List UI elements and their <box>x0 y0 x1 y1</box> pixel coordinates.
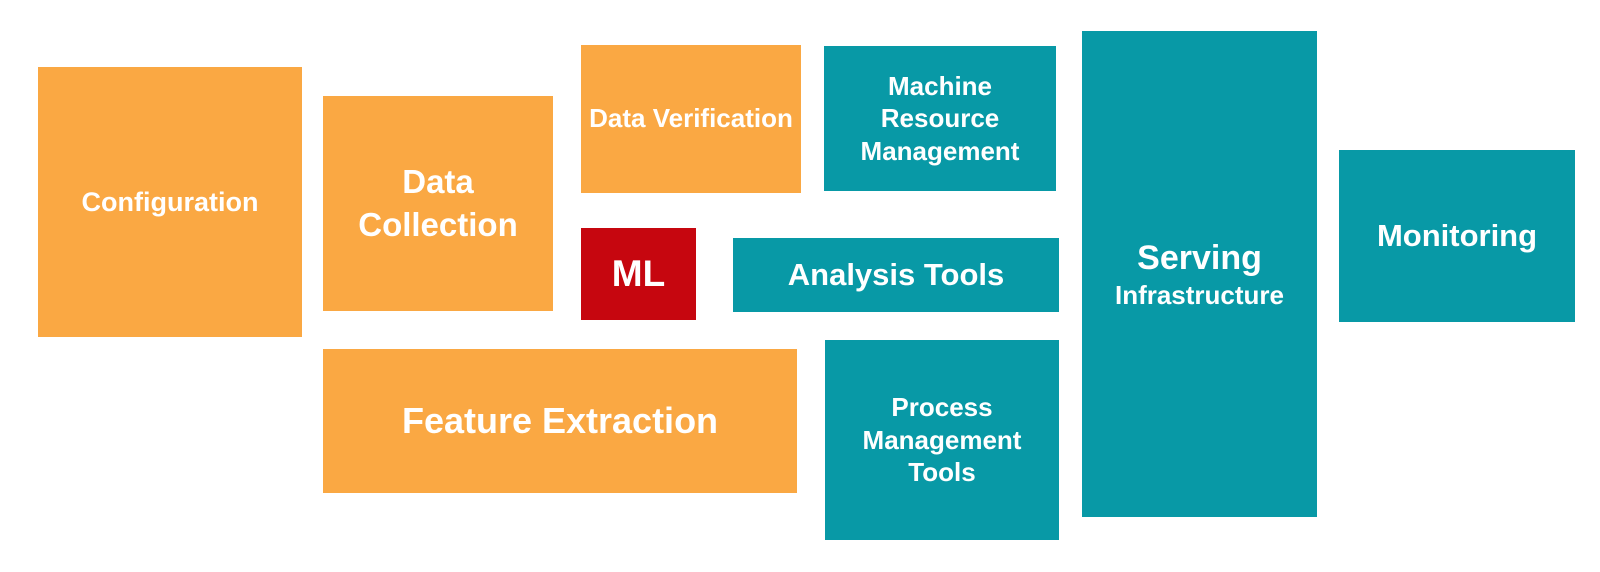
box-feature-extraction-label: Feature Extraction <box>401 400 719 441</box>
box-serving-infrastructure: Serving Infrastructure <box>1082 31 1317 517</box>
box-data-collection: Data Collection <box>323 96 553 311</box>
box-monitoring: Monitoring <box>1339 150 1575 322</box>
box-configuration-label: Configuration <box>81 186 259 217</box>
box-configuration: Configuration <box>38 67 302 337</box>
box-analysis-tools: Analysis Tools <box>733 238 1059 312</box>
box-ml: ML <box>581 228 696 320</box>
box-serving-infrastructure-label: Serving <box>1137 239 1262 278</box>
box-machine-resource-management-label: Machine Resource Management <box>860 70 1020 166</box>
box-data-verification: Data Verification <box>581 45 801 193</box>
box-machine-resource-management: Machine Resource Management <box>824 46 1056 191</box>
box-process-management-tools: Process Management Tools <box>825 340 1059 540</box>
box-serving-infrastructure-sublabel: Infrastructure <box>1114 279 1285 310</box>
box-process-management-tools-label: Process Management Tools <box>862 392 1022 488</box>
box-data-verification-label: Data Verification <box>589 103 793 134</box>
box-feature-extraction: Feature Extraction <box>323 349 797 493</box>
box-monitoring-label: Monitoring <box>1376 218 1538 253</box>
box-ml-label: ML <box>611 253 666 294</box>
box-analysis-tools-label: Analysis Tools <box>787 257 1005 292</box>
box-data-collection-label: Data Collection <box>358 162 518 243</box>
